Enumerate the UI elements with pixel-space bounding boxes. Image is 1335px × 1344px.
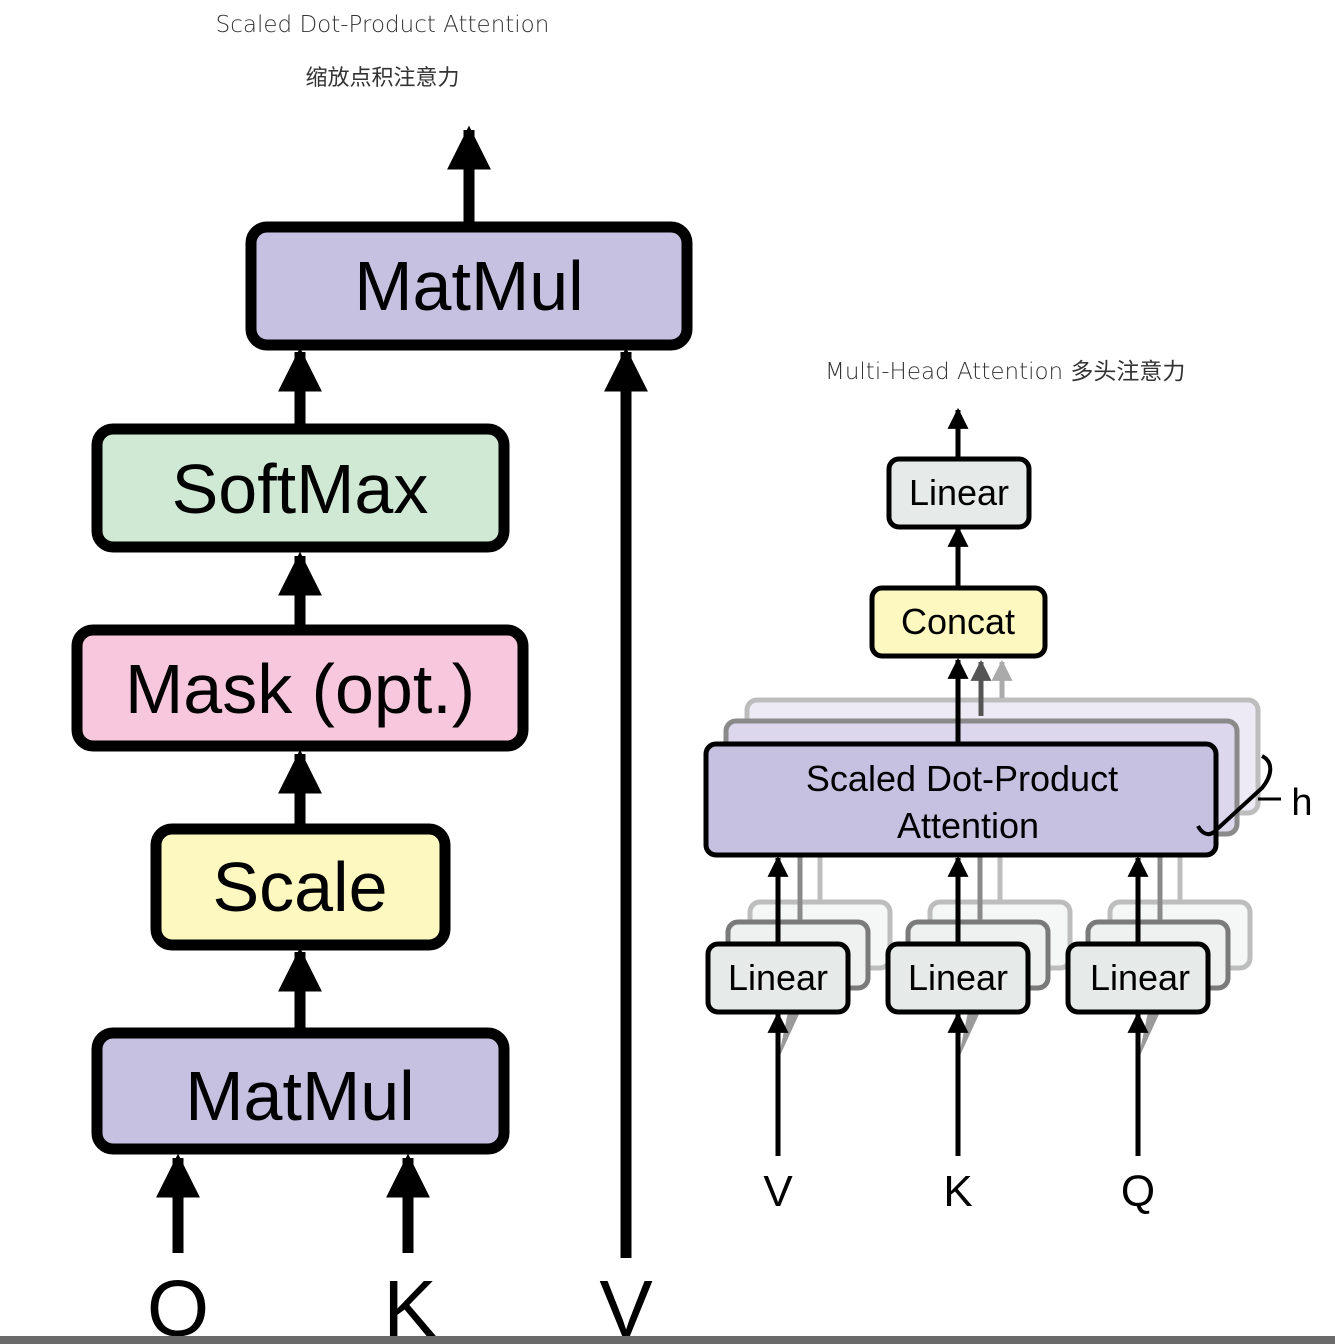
linear-v-label: Linear	[728, 957, 828, 998]
linear-output-label: Linear	[909, 472, 1009, 513]
mh-input-q-label: Q	[1121, 1167, 1155, 1216]
linear-k-label: Linear	[908, 957, 1008, 998]
ghost-fan-k	[958, 1012, 980, 1060]
bottom-divider	[0, 1336, 1335, 1344]
right-diagram: Linear Concat Scaled Dot-Product Attenti…	[703, 407, 1313, 1216]
matmul-bottom-label: MatMul	[185, 1057, 414, 1135]
ghost-fan-v	[778, 1012, 800, 1060]
attention-block	[703, 741, 1219, 858]
left-diagram-title: Scaled Dot-Product Attention	[215, 12, 550, 38]
linear-v-block	[705, 941, 851, 1015]
concat-block	[869, 585, 1048, 659]
scale-label: Scale	[212, 848, 387, 926]
mh-input-k-label: K	[943, 1167, 972, 1216]
mh-input-v-label: V	[763, 1167, 793, 1216]
concat-label: Concat	[901, 601, 1015, 642]
matmul-top-block	[245, 221, 693, 351]
input-v-label: V	[599, 1264, 653, 1344]
left-diagram-title-zh: 缩放点积注意力	[305, 66, 460, 91]
heads-brace	[1196, 754, 1273, 837]
ghost-fan-q	[1138, 1012, 1160, 1060]
linear-k-block	[885, 941, 1031, 1015]
input-k-label: K	[383, 1264, 436, 1344]
heads-label: h	[1291, 782, 1312, 824]
linear-q-block	[1065, 941, 1211, 1015]
matmul-bottom-block	[91, 1027, 510, 1155]
left-diagram: MatMul SoftMax Mask (opt.) Scale MatMul …	[71, 125, 693, 1344]
attention-label-line1: Scaled Dot-Product	[806, 758, 1118, 799]
softmax-block	[91, 423, 510, 553]
right-diagram-title: Multi-Head Attention 多头注意力	[825, 359, 1186, 385]
input-q-label: Q	[147, 1264, 209, 1344]
linear-output-block	[886, 456, 1032, 530]
attention-label-line2: Attention	[897, 805, 1039, 846]
softmax-label: SoftMax	[172, 450, 429, 528]
mask-block	[71, 624, 529, 752]
mask-label: Mask (opt.)	[125, 650, 475, 728]
scale-block	[150, 823, 451, 951]
matmul-top-label: MatMul	[354, 247, 583, 325]
linear-q-label: Linear	[1090, 957, 1190, 998]
